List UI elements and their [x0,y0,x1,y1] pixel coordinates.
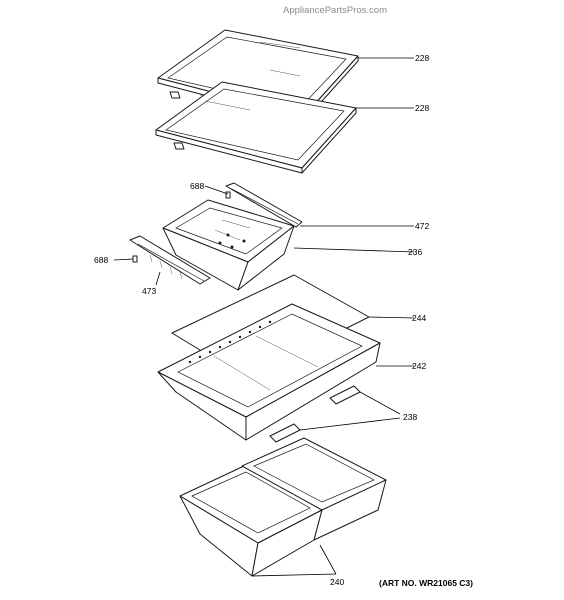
rail-clip-lower[interactable] [132,255,138,263]
callout-238: 238 [403,412,417,422]
crisper-drawer-left[interactable] [179,465,323,577]
watermark-text: AppliancePartsPros.com [283,5,387,16]
crisper-drawer-right[interactable] [241,437,387,541]
shelf-hooks [169,91,185,150]
callout-236: 236 [408,247,422,257]
drawer-rail-left[interactable] [129,235,211,285]
callout-688-lower: 688 [94,255,108,265]
art-number: (ART NO. WR21065 C3) [379,578,473,588]
callout-240: 240 [330,577,344,587]
callout-244: 244 [412,313,426,323]
callout-labels: 228 228 688 472 236 688 473 244 242 238 … [94,53,429,587]
crisper-pan-small[interactable] [162,199,295,291]
drawer-rail-right[interactable] [225,182,303,228]
humidity-slider-upper[interactable] [329,385,361,405]
callout-242: 242 [412,361,426,371]
callout-228-upper: 228 [415,53,429,63]
callout-228-lower: 228 [415,103,429,113]
callout-688-upper: 688 [190,181,204,191]
leader-lines [113,57,415,577]
humidity-slider-lower[interactable] [269,423,301,443]
callout-473: 473 [142,286,156,296]
rail-clip-upper[interactable] [225,191,231,199]
callout-472: 472 [415,221,429,231]
crisper-cover-frame[interactable] [157,303,381,441]
